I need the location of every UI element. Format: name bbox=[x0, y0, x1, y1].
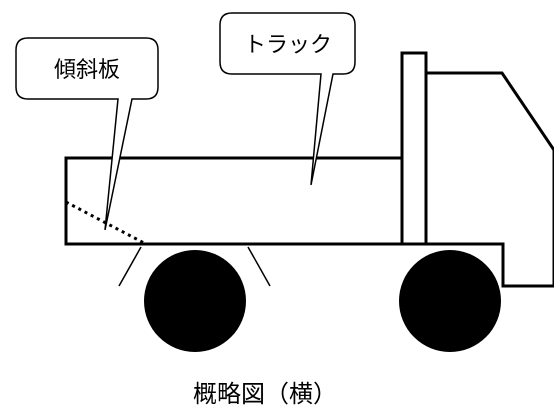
diagram-caption: 概略図（横） bbox=[193, 380, 337, 408]
rear-wheel-arch-right bbox=[247, 246, 271, 287]
tilt-plate-label: 傾斜板 bbox=[54, 58, 120, 83]
rear-wheel-arch-left bbox=[118, 246, 142, 287]
front-wheel bbox=[399, 250, 501, 352]
callout-tilt-plate: 傾斜板 bbox=[15, 37, 159, 231]
callout-truck: トラック bbox=[219, 12, 356, 186]
rear-wheel bbox=[144, 250, 246, 352]
truck-label: トラック bbox=[244, 33, 332, 58]
truck-cab bbox=[426, 71, 554, 288]
cab-pillar bbox=[400, 51, 428, 246]
